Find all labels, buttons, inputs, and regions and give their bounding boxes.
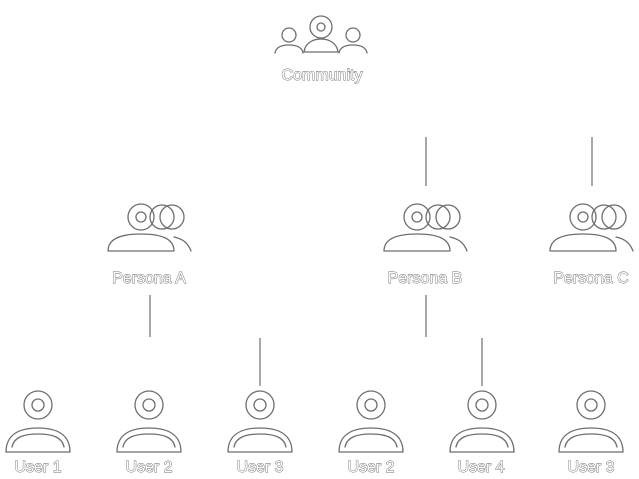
connectors [149, 137, 593, 386]
user-icon [5, 390, 71, 453]
persona-label: Persona C [553, 270, 629, 287]
user-icon [227, 390, 293, 453]
persona-node: Persona B [383, 203, 468, 287]
community-node: Community [274, 15, 368, 84]
persona-label: Persona A [112, 270, 186, 287]
user-node: User 2 [338, 390, 404, 476]
user-icon [449, 390, 515, 453]
user-label: User 4 [457, 459, 504, 476]
user-node: User 2 [116, 390, 182, 476]
community-icon [274, 15, 368, 54]
user-icon [338, 390, 404, 453]
persona-group-icon [383, 203, 468, 252]
persona-node: Persona A [107, 203, 192, 287]
user-node: User 3 [227, 390, 293, 476]
persona-group-icon [107, 203, 192, 252]
user-icon [116, 390, 182, 453]
user-label: User 3 [567, 459, 614, 476]
user-label: User 2 [125, 459, 172, 476]
user-node: User 4 [449, 390, 515, 476]
user-node: User 3 [558, 390, 624, 476]
user-label: User 3 [236, 459, 283, 476]
persona-node: Persona C [549, 203, 634, 287]
user-node: User 1 [5, 390, 71, 476]
user-label: User 2 [347, 459, 394, 476]
community-label: Community [282, 67, 363, 84]
user-icon [558, 390, 624, 453]
persona-group-icon [549, 203, 634, 252]
user-label: User 1 [14, 459, 61, 476]
persona-label: Persona B [388, 270, 463, 287]
